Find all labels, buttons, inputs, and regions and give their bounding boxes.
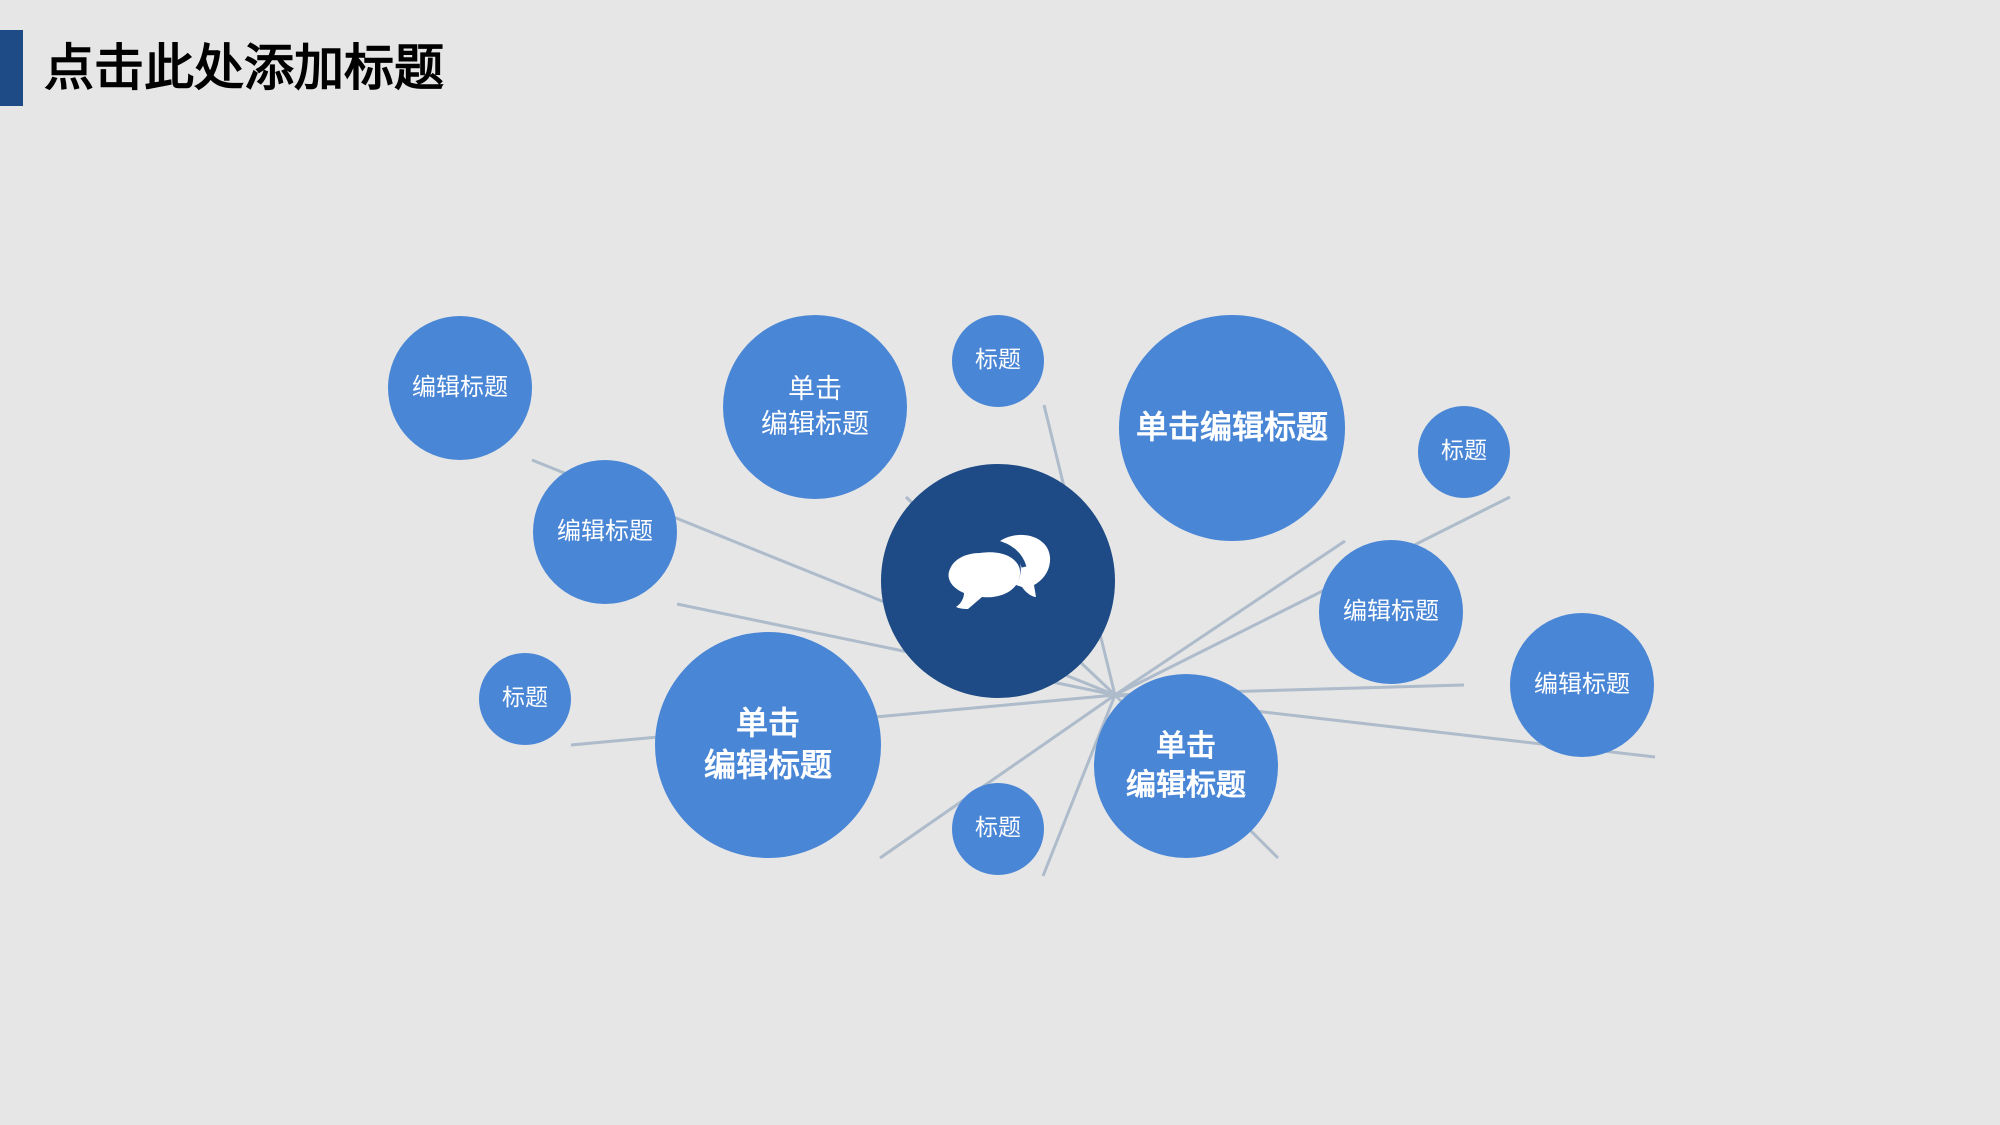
bubble-node[interactable]: 标题: [952, 783, 1044, 875]
bubble-label: 单击 编辑标题: [761, 373, 869, 440]
bubble-label: 单击 编辑标题: [703, 704, 832, 784]
bubble-node[interactable]: 单击 编辑标题: [723, 315, 907, 499]
center-node: [881, 464, 1115, 698]
bubble-label: 编辑标题: [1534, 670, 1630, 699]
bubble-node[interactable]: 编辑标题: [1319, 540, 1463, 684]
bubble-label: 标题: [1441, 438, 1487, 465]
bubble-node[interactable]: 编辑标题: [1510, 613, 1654, 757]
bubble-node[interactable]: 单击编辑标题: [1119, 315, 1345, 541]
bubble-label: 标题: [975, 815, 1021, 842]
chat-bubbles-icon: [948, 534, 1051, 609]
bubble-node[interactable]: 编辑标题: [533, 460, 677, 604]
connector-line: [1114, 495, 1511, 697]
bubble-node[interactable]: 标题: [952, 315, 1044, 407]
bubble-label: 单击编辑标题: [1135, 408, 1328, 447]
bubble-node[interactable]: 标题: [479, 653, 571, 745]
bubble-node[interactable]: 单击 编辑标题: [655, 632, 881, 858]
bubble-label: 编辑标题: [412, 373, 508, 402]
bubble-label: 标题: [975, 347, 1021, 374]
connector-line: [879, 693, 1116, 860]
bubble-node[interactable]: 标题: [1418, 406, 1510, 498]
bubble-label: 编辑标题: [1343, 597, 1439, 626]
title-accent-bar: [0, 30, 23, 106]
bubble-label: 单击 编辑标题: [1126, 729, 1246, 803]
bubble-label: 标题: [502, 685, 548, 712]
bubble-node[interactable]: 编辑标题: [388, 316, 532, 460]
connector-line: [1114, 539, 1346, 697]
bubble-label: 编辑标题: [557, 517, 653, 546]
page-title[interactable]: 点击此处添加标题: [44, 39, 444, 97]
bubble-node[interactable]: 单击 编辑标题: [1094, 674, 1278, 858]
